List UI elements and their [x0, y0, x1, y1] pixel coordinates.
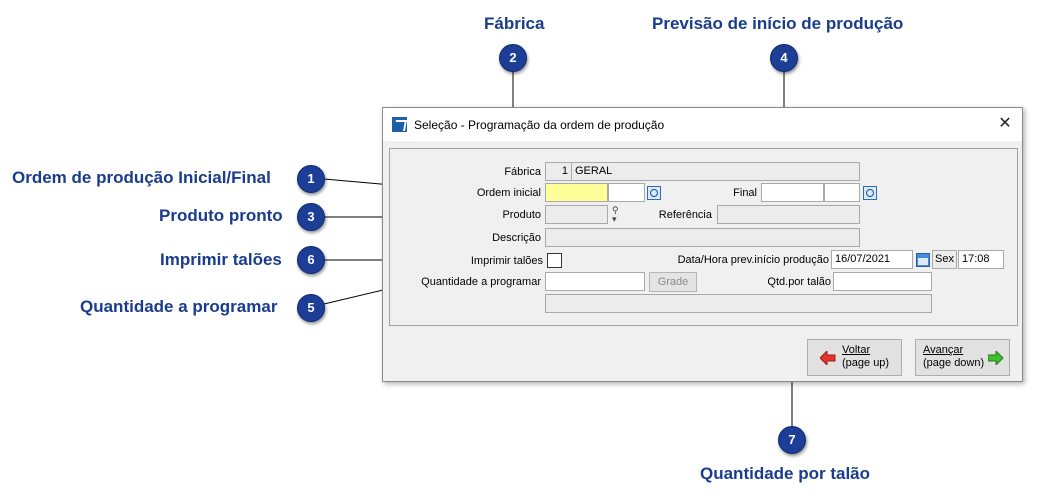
data-hora-label: Data/Hora prev.início produção: [677, 254, 829, 266]
callout-badge-7: 7: [778, 426, 806, 454]
quantidade-field[interactable]: [545, 272, 645, 291]
final-label: Final: [733, 187, 757, 199]
title-bar: Seleção - Programação da ordem de produç…: [383, 108, 1022, 141]
arrow-right-icon: [988, 351, 1004, 365]
callout-title-produto: Produto pronto: [159, 206, 283, 225]
callout-title-ordem: Ordem de produção Inicial/Final: [12, 168, 271, 187]
status-field: [545, 294, 932, 313]
ordem-inicial-field[interactable]: [545, 183, 608, 202]
close-icon[interactable]: ✕: [998, 115, 1012, 132]
grade-button[interactable]: Grade: [649, 272, 697, 292]
voltar-shortcut: (page up): [842, 357, 890, 369]
descricao-field: [545, 228, 860, 247]
qtd-talao-field[interactable]: [833, 272, 932, 291]
avancar-button[interactable]: Avançar(page down): [915, 339, 1010, 376]
app-icon: [392, 117, 407, 132]
fabrica-label: Fábrica: [504, 166, 541, 178]
dialog-window: Seleção - Programação da ordem de produç…: [382, 107, 1023, 382]
time-field[interactable]: 17:08: [958, 250, 1004, 269]
avancar-shortcut: (page down): [923, 357, 985, 369]
ordem-inicial-label: Ordem inicial: [476, 187, 541, 199]
ordem-inicial-suffix-field[interactable]: [608, 183, 645, 202]
produto-field[interactable]: [545, 205, 608, 224]
fabrica-code-field: 1: [545, 162, 572, 181]
qtd-talao-label: Qtd.por talão: [767, 276, 831, 288]
quantidade-label: Quantidade a programar: [421, 276, 541, 288]
avancar-label: Avançar: [923, 344, 964, 356]
imprimir-taloes-label: Imprimir talões: [470, 255, 543, 267]
ordem-final-suffix-field[interactable]: [824, 183, 860, 202]
calendar-icon[interactable]: [916, 253, 930, 267]
ordem-final-search-icon[interactable]: [863, 186, 877, 200]
imprimir-taloes-checkbox[interactable]: [547, 253, 562, 268]
callout-title-quantidade: Quantidade a programar: [80, 297, 278, 316]
callout-badge-3: 3: [297, 203, 325, 231]
ordem-final-field[interactable]: [761, 183, 824, 202]
date-field[interactable]: 16/07/2021: [831, 250, 913, 269]
callout-title-fabrica: Fábrica: [484, 14, 545, 33]
callout-badge-2: 2: [499, 44, 527, 72]
ordem-inicial-search-icon[interactable]: [647, 186, 661, 200]
callout-badge-6: 6: [297, 246, 325, 274]
form-panel: [389, 148, 1018, 326]
voltar-button[interactable]: Voltar(page up): [807, 339, 902, 376]
weekday-field: Sex: [932, 250, 957, 269]
arrow-left-icon: [820, 351, 836, 365]
window-title: Seleção - Programação da ordem de produç…: [414, 118, 665, 132]
produto-label: Produto: [502, 209, 541, 221]
callout-title-qtd-talao: Quantidade por talão: [700, 464, 871, 483]
produto-search-dropdown-icon[interactable]: ⚲▾: [612, 205, 619, 224]
callout-title-imprimir: Imprimir talões: [160, 250, 282, 269]
fabrica-name-field: GERAL: [571, 162, 860, 181]
callout-badge-4: 4: [770, 44, 798, 72]
descricao-label: Descrição: [492, 232, 541, 244]
callout-badge-5: 5: [297, 294, 325, 322]
referencia-field: [717, 205, 860, 224]
callout-badge-1: 1: [297, 165, 325, 193]
referencia-label: Referência: [658, 209, 712, 221]
voltar-label: Voltar: [842, 344, 871, 356]
callout-title-previsao: Previsão de início de produção: [652, 14, 904, 33]
